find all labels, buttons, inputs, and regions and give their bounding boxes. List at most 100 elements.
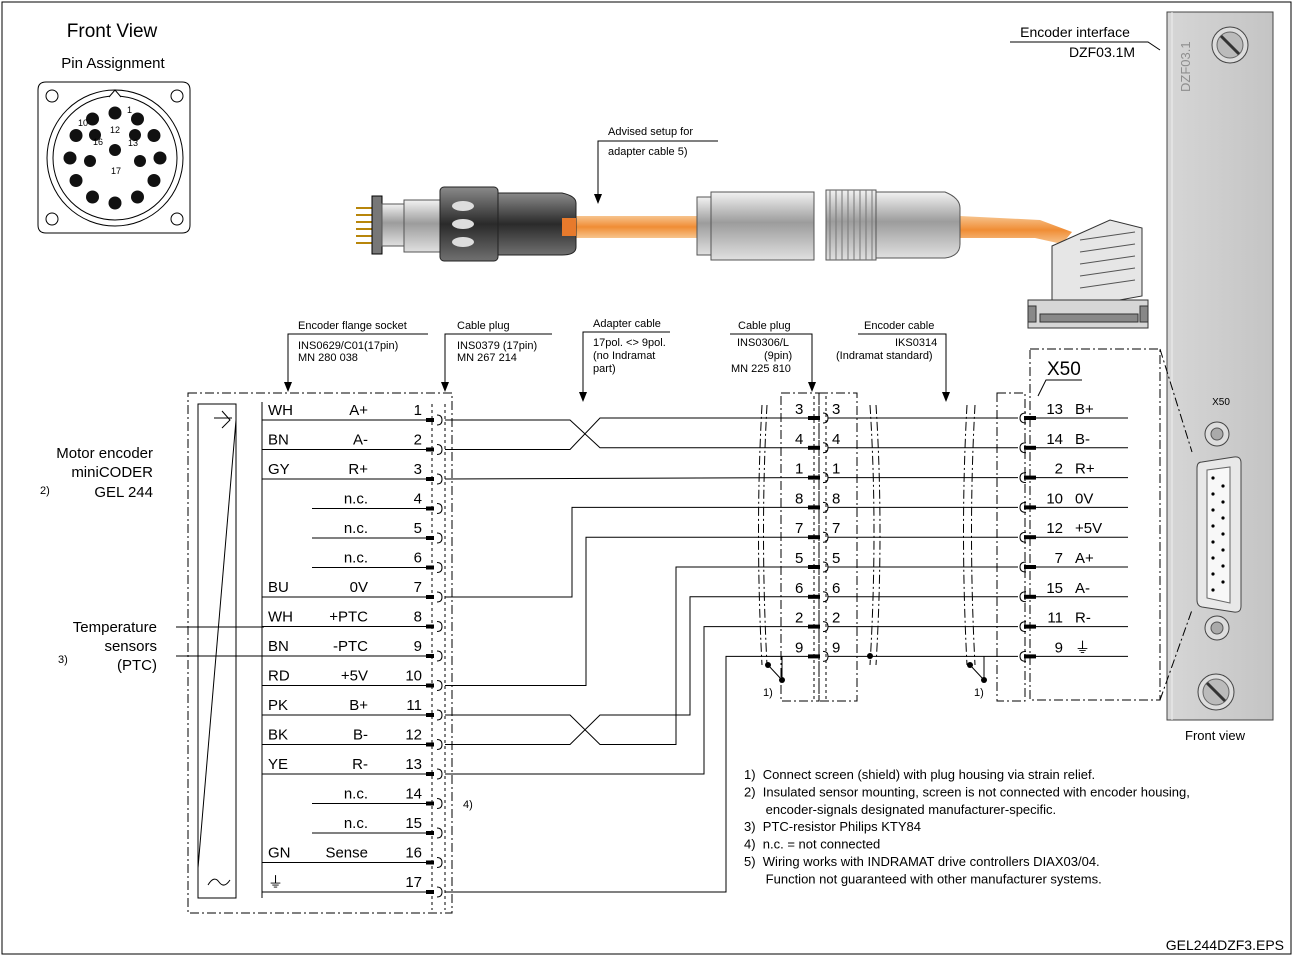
wire-color: BN — [268, 432, 289, 449]
socket-pin-inner — [84, 155, 96, 167]
dsub-pin — [1221, 484, 1225, 488]
pin-number: 2 — [414, 432, 422, 449]
pin-number: 8 — [414, 609, 422, 626]
socket-pin-outer — [69, 129, 83, 142]
x50-pin-number: 7 — [1055, 550, 1063, 567]
note-1-marker-left: 1) — [763, 687, 773, 699]
svg-text:Adapter cable: Adapter cable — [593, 318, 661, 330]
wire-color: YE — [268, 756, 288, 773]
front-view-panel-label: Front view — [1185, 728, 1246, 743]
pin-number: 13 — [405, 756, 422, 773]
x50-signal: A+ — [1075, 550, 1094, 567]
wire-color: WH — [268, 609, 293, 626]
signal-name: +5V — [341, 668, 368, 685]
x50-pin-number: 11 — [1047, 610, 1063, 627]
sensor-symbol — [214, 410, 232, 429]
dsub-pin — [1221, 548, 1225, 552]
x50-pin-number: 13 — [1046, 401, 1063, 418]
encoder-interface-title: Encoder interface — [1020, 24, 1130, 40]
svg-text:Motor encoder: Motor encoder — [56, 445, 153, 462]
signal-name: n.c. — [344, 491, 368, 508]
dsub-pin — [1211, 572, 1215, 576]
pin-number: 14 — [405, 786, 422, 803]
x50-signal: R+ — [1075, 461, 1095, 478]
signal-name: n.c. — [344, 786, 368, 803]
signal-name: B+ — [349, 697, 368, 714]
pin-number: 16 — [405, 845, 422, 862]
socket-pin-outer — [131, 190, 144, 204]
pin-row-17: ⏚17 — [262, 874, 443, 898]
dsub-pin — [1221, 580, 1225, 584]
plug-pin-number: 9 — [795, 639, 803, 656]
wire-color: GN — [268, 845, 291, 862]
shield-connection-left — [765, 653, 873, 683]
pin-number-10: 10 — [78, 118, 88, 128]
x50-panel-label: X50 — [1212, 397, 1230, 408]
svg-text:MN 280 038: MN 280 038 — [298, 352, 358, 364]
encoder-element — [197, 403, 237, 899]
x50-signal: B- — [1075, 431, 1090, 448]
footnote-line: 3) PTC-resistor Philips KTY84 — [744, 819, 921, 834]
signal-name: A- — [353, 432, 368, 449]
x50-signal: 0V — [1075, 490, 1093, 507]
svg-text:sensors: sensors — [104, 638, 157, 655]
socket-pin-inner — [134, 155, 146, 167]
header-adapter-cable: Adapter cable 17pol. <> 9pol. (no Indram… — [579, 318, 670, 402]
svg-text:IKS0314: IKS0314 — [895, 337, 937, 349]
pin-number: 12 — [405, 727, 422, 744]
dsub-pin — [1211, 556, 1215, 560]
socket-pin-inner — [129, 129, 141, 141]
plug-pin-number: 6 — [795, 580, 803, 597]
dsub-pin — [1211, 492, 1215, 496]
wiring — [444, 417, 809, 893]
x50-pin-row-7: 7 A+ — [1019, 550, 1128, 573]
dsub-pin — [1221, 532, 1225, 536]
dsub-pin — [1211, 588, 1215, 592]
x50-pin-number: 9 — [1055, 639, 1063, 656]
pin-number: 6 — [414, 550, 422, 567]
socket-pin-outer — [147, 129, 161, 142]
footnote-line: 5) Wiring works with INDRAMAT drive cont… — [744, 854, 1100, 869]
pin-number: 9 — [414, 638, 422, 655]
file-id: GEL244DZF3.EPS — [1166, 937, 1284, 953]
plug-socket-number: 5 — [832, 550, 840, 567]
pin-number: 5 — [414, 520, 422, 537]
pin-number: 10 — [405, 668, 422, 685]
svg-text:(9pin): (9pin) — [764, 350, 792, 362]
svg-text:INS0306/L: INS0306/L — [737, 337, 789, 349]
x50-pin-number: 10 — [1046, 490, 1063, 507]
pin-number: 15 — [405, 815, 422, 832]
pin-row-15: n.c.15 — [312, 815, 443, 839]
wire-color: BU — [268, 579, 289, 596]
interface-front-panel: DZF03.1 X50 — [1166, 11, 1274, 721]
socket-pin-outer — [69, 174, 83, 187]
wire-color: WH — [268, 402, 293, 419]
svg-text:miniCODER: miniCODER — [71, 464, 153, 481]
signal-name: Sense — [325, 845, 368, 862]
pin-row-2: BN A- 2 — [262, 432, 443, 455]
pin-number-17: 17 — [111, 166, 121, 176]
plug-pin-number: 1 — [795, 461, 803, 478]
advised-setup-note: adapter cable 5) — [608, 146, 688, 158]
dsub-pin — [1221, 564, 1225, 568]
plug-pin-number: 8 — [795, 490, 803, 507]
footnote-line: 4) n.c. = not connected — [744, 837, 880, 852]
socket-pin-outer — [153, 151, 167, 165]
socket-pin-outer — [108, 106, 122, 120]
socket-pins — [63, 106, 167, 210]
advised-setup-label: Advised setup for — [608, 126, 693, 138]
socket-pin-outer — [147, 174, 161, 187]
socket-pin-outer — [131, 112, 144, 126]
footnote-line: 1) Connect screen (shield) with plug hou… — [744, 767, 1095, 782]
